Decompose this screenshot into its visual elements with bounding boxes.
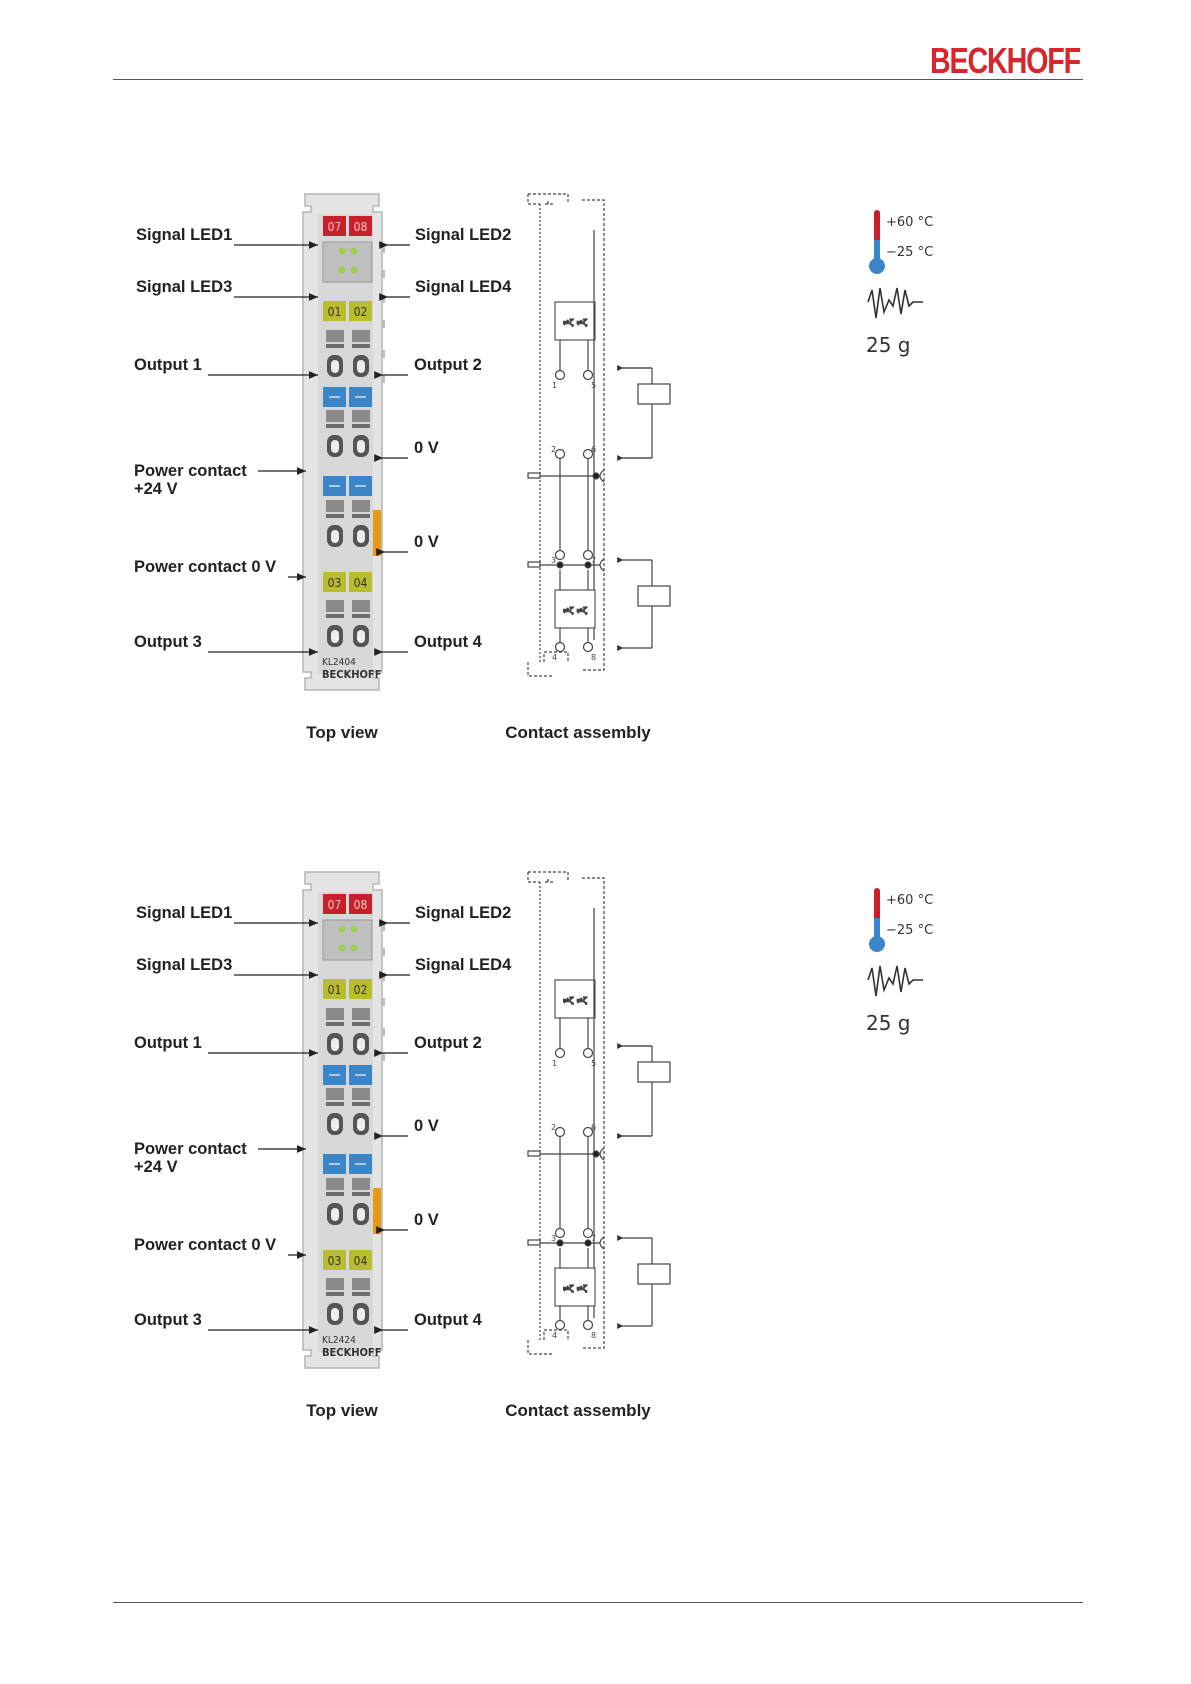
terminal-brand: BECKHOFF [322, 1346, 381, 1359]
label-signal-led3: Signal LED3 [136, 956, 232, 974]
svg-text:≠ζ ≠ζ: ≠ζ ≠ζ [563, 996, 588, 1005]
label-signal-led3: Signal LED3 [136, 278, 232, 296]
led-04 [349, 1250, 372, 1270]
svg-text:02: 02 [354, 983, 368, 997]
footer-rule [113, 1602, 1083, 1603]
svg-text:1: 1 [552, 381, 557, 390]
led-window [322, 241, 373, 283]
svg-text:7: 7 [591, 556, 596, 565]
vibration-icon: 25 g [866, 965, 923, 1035]
led-07 [323, 216, 346, 236]
label-power-contact-0v: Power contact 0 V [134, 1236, 276, 1254]
svg-text:4: 4 [552, 1331, 557, 1340]
label-signal-led1: Signal LED1 [136, 904, 232, 922]
label-output-4: Output 4 [414, 633, 483, 651]
caption-top-view: Top view [306, 723, 378, 742]
terminal-model: KL2424 [322, 1335, 356, 1346]
terminal-model: KL2404 [322, 657, 356, 668]
label-power-contact-24v-value: +24 V [134, 480, 178, 498]
svg-text:01: 01 [328, 305, 342, 319]
svg-text:08: 08 [354, 898, 368, 912]
svg-text:07: 07 [328, 220, 342, 234]
led-07 [323, 894, 346, 914]
label-signal-led1: Signal LED1 [136, 226, 232, 244]
svg-text:2: 2 [551, 445, 556, 454]
svg-text:04: 04 [354, 576, 368, 590]
label-0v-lower: 0 V [414, 1211, 439, 1229]
svg-text:04: 04 [354, 1254, 368, 1268]
led-01 [323, 301, 346, 321]
label-output-4: Output 4 [414, 1311, 483, 1329]
svg-text:08: 08 [354, 220, 368, 234]
temperature-range-icon: +60 °C −25 °C [869, 210, 933, 274]
svg-text:2: 2 [551, 1123, 556, 1132]
svg-text:≠ζ ≠ζ: ≠ζ ≠ζ [563, 1284, 588, 1293]
led-03 [323, 572, 346, 592]
label-output-1: Output 1 [134, 356, 202, 374]
svg-text:≠ζ ≠ζ: ≠ζ ≠ζ [563, 606, 588, 615]
caption-contact-assembly: Contact assembly [505, 723, 651, 742]
svg-text:1: 1 [552, 1059, 557, 1068]
label-output-3: Output 3 [134, 633, 202, 651]
temperature-range-icon: +60 °C −25 °C [869, 888, 933, 952]
temp-high: +60 °C [886, 893, 933, 908]
label-signal-led4: Signal LED4 [415, 278, 512, 296]
label-signal-led4: Signal LED4 [415, 956, 512, 974]
vibration-icon: 25 g [866, 287, 923, 357]
svg-text:03: 03 [328, 1254, 342, 1268]
led-04 [349, 572, 372, 592]
led-02 [349, 301, 372, 321]
svg-text:02: 02 [354, 305, 368, 319]
svg-text:3: 3 [551, 556, 556, 565]
svg-text:3: 3 [551, 1234, 556, 1243]
label-0v-upper: 0 V [414, 1117, 439, 1135]
terminal-top-view: 07 08 01 02 03 04 KL2404 [302, 193, 385, 691]
temp-high: +60 °C [886, 215, 933, 230]
weight-25g: 25 g [866, 333, 911, 357]
label-0v-lower: 0 V [414, 533, 439, 551]
svg-text:07: 07 [328, 898, 342, 912]
label-power-contact-24v-value: +24 V [134, 1158, 178, 1176]
header-rule [113, 79, 1083, 80]
label-power-contact-24v: Power contact [134, 462, 247, 480]
led-08 [349, 894, 372, 914]
caption-contact-assembly: Contact assembly [505, 1401, 651, 1420]
led-03 [323, 1250, 346, 1270]
terminal-figure-2: 07 08 01 02 03 04 KL2424 [0, 868, 1191, 1428]
temp-low: −25 °C [886, 923, 933, 938]
label-0v-upper: 0 V [414, 439, 439, 457]
label-signal-led2: Signal LED2 [415, 226, 511, 244]
svg-text:≠ζ ≠ζ: ≠ζ ≠ζ [563, 318, 588, 327]
svg-text:7: 7 [591, 1234, 596, 1243]
label-output-2: Output 2 [414, 1034, 482, 1052]
label-power-contact-0v: Power contact 0 V [134, 558, 276, 576]
terminal-figure-1: 07 08 01 02 03 04 KL2404 [0, 190, 1191, 750]
label-power-contact-24v: Power contact [134, 1140, 247, 1158]
label-signal-led2: Signal LED2 [415, 904, 511, 922]
svg-text:8: 8 [591, 653, 596, 662]
brand-logo-text: BECKHOFF [930, 40, 1080, 80]
label-output-3: Output 3 [134, 1311, 202, 1329]
terminal-top-view: 07 08 01 02 03 04 KL2424 [302, 871, 385, 1369]
caption-top-view: Top view [306, 1401, 378, 1420]
led-08 [349, 216, 372, 236]
led-02 [349, 979, 372, 999]
svg-text:8: 8 [591, 1331, 596, 1340]
beckhoff-logo: BECKHOFF [930, 40, 1082, 80]
svg-text:4: 4 [552, 653, 557, 662]
led-01 [323, 979, 346, 999]
weight-25g: 25 g [866, 1011, 911, 1035]
svg-text:01: 01 [328, 983, 342, 997]
label-output-1: Output 1 [134, 1034, 202, 1052]
temp-low: −25 °C [886, 245, 933, 260]
terminal-brand: BECKHOFF [322, 668, 381, 681]
svg-text:03: 03 [328, 576, 342, 590]
label-output-2: Output 2 [414, 356, 482, 374]
led-window [322, 919, 373, 961]
